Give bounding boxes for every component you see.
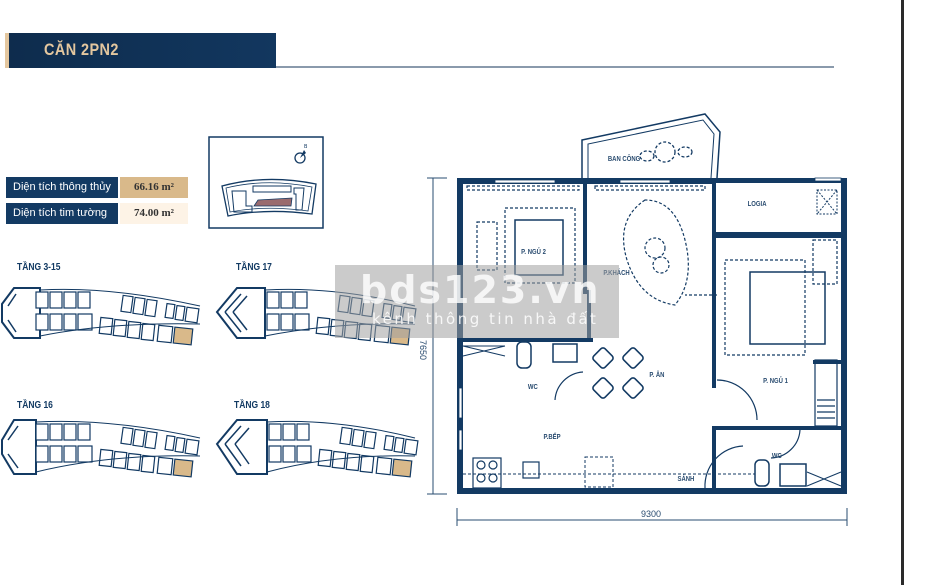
- page-title: CĂN 2PN2: [44, 40, 119, 59]
- svg-text:B: B: [304, 144, 308, 150]
- room-label-balcony: BAN CÔNG: [607, 156, 641, 163]
- room-label-logia: LOGIA: [747, 201, 767, 208]
- net-area-label: Diện tích thông thủy: [6, 177, 118, 198]
- floor-title-16: TẦNG 16: [17, 400, 53, 411]
- room-label-wc-2: WC: [771, 453, 782, 460]
- room-label-dining: P. ĂN: [649, 372, 665, 379]
- compass-north-icon: B: [294, 144, 308, 164]
- title-bar: [5, 33, 276, 68]
- room-label-kitchen: P.BẾP: [543, 434, 561, 441]
- highlighted-unit: [172, 326, 194, 346]
- floor-title-18: TẦNG 18: [234, 400, 270, 411]
- floor-plan-3-15: [0, 282, 205, 356]
- room-label-wc-1: WC: [527, 384, 538, 391]
- gross-area-value: 74.00 m²: [120, 203, 188, 224]
- watermark-main-text: bds123.vn: [360, 268, 601, 312]
- title-divider: [276, 66, 834, 68]
- floor-title-17: TẦNG 17: [236, 262, 272, 273]
- dimension-width: 9300: [641, 509, 662, 519]
- dimension-height: 7650: [418, 340, 428, 361]
- floor-plan-18: [215, 414, 420, 488]
- key-plan: B: [208, 136, 324, 229]
- page-edge-divider: [901, 0, 904, 585]
- gross-area-label: Diện tích tim tường: [6, 203, 118, 224]
- net-area-value: 66.16 m²: [120, 177, 188, 198]
- room-label-lobby: SẢNH: [677, 476, 695, 483]
- room-label-bedroom-2: P. NGỦ 2: [521, 249, 546, 256]
- watermark-sub-text: kênh thông tin nhà đất: [372, 310, 599, 328]
- floor-title-3-15: TẦNG 3-15: [17, 262, 61, 273]
- highlighted-unit: [391, 458, 413, 478]
- floor-plan-16: [0, 414, 205, 488]
- highlighted-unit: [172, 458, 194, 478]
- watermark-overlay: [335, 265, 619, 338]
- room-label-bedroom-1: P. NGỦ 1: [763, 378, 788, 385]
